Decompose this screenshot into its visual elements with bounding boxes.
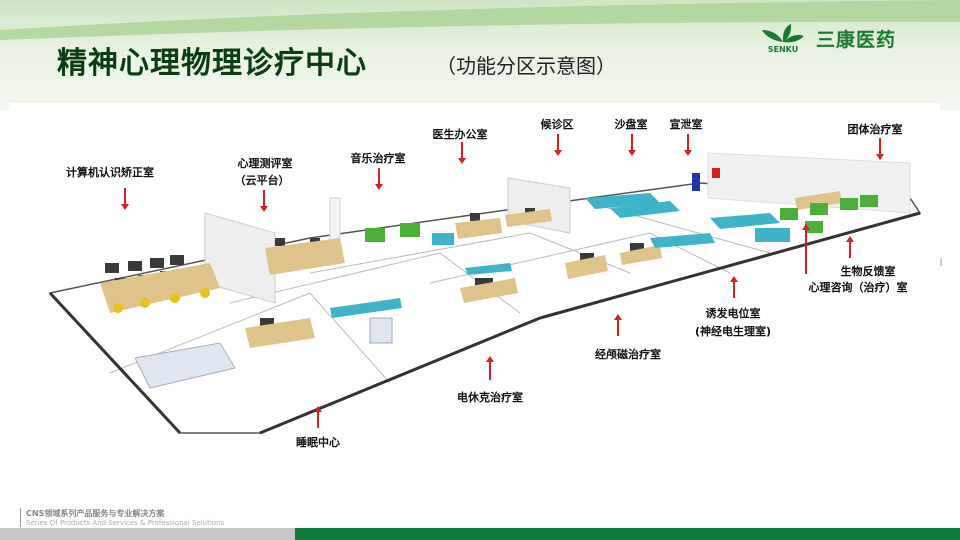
page-subtitle: （功能分区示意图） bbox=[436, 54, 616, 78]
arrow-down-icon bbox=[260, 190, 268, 212]
room-label-music-therapy: 音乐治疗室 bbox=[350, 152, 406, 165]
arrow-down-icon bbox=[458, 142, 466, 164]
room-label-catharsis: 宣泄室 bbox=[669, 118, 703, 131]
room-label-group-therapy: 团体治疗室 bbox=[847, 123, 903, 136]
room-label-computer-cognitive: 计算机认识矫正室 bbox=[66, 166, 154, 179]
room-label-tms: 经颅磁治疗室 bbox=[595, 348, 661, 361]
arrow-down-icon bbox=[628, 134, 636, 156]
brand-name: 三康医药 bbox=[816, 28, 897, 51]
floor-plan-drawing bbox=[48, 152, 922, 435]
room-label-doctor-office: 医生办公室 bbox=[432, 128, 488, 141]
arrow-down-icon bbox=[121, 188, 129, 210]
room-label-assessment-sub: （云平台） bbox=[234, 174, 290, 187]
footer-bar-green bbox=[295, 528, 960, 540]
arrow-down-icon bbox=[876, 138, 884, 160]
room-label-ect: 电休克治疗室 bbox=[457, 391, 523, 404]
svg-text:SENKU: SENKU bbox=[768, 45, 798, 54]
room-label-counseling: 心理咨询（治疗）室 bbox=[808, 281, 908, 294]
arrow-up-icon bbox=[314, 406, 322, 428]
room-label-assessment: 心理测评室 bbox=[237, 157, 293, 170]
arrow-down-icon bbox=[375, 168, 383, 190]
arrow-down-icon bbox=[684, 134, 692, 156]
arrow-up-icon bbox=[486, 356, 494, 380]
floor-plan-image bbox=[10, 103, 940, 473]
footer-line-cn: CNS领域系列产品服务与专业解决方案 bbox=[26, 509, 165, 518]
room-label-evoked-potential-sub: (神经电生理室) bbox=[694, 325, 772, 338]
page-title: 精神心理物理诊疗中心 bbox=[57, 46, 367, 81]
room-label-sleep-center: 睡眠中心 bbox=[296, 436, 340, 449]
arrow-down-icon bbox=[554, 134, 562, 156]
wall-panel bbox=[204, 212, 276, 304]
senku-logo: SENKU 三康医药 bbox=[758, 22, 896, 54]
room-label-evoked-potential: 诱发电位室 bbox=[705, 307, 761, 320]
room-label-biofeedback: 生物反馈室 bbox=[840, 265, 896, 278]
leaf-logo-icon: SENKU bbox=[762, 24, 804, 54]
edge-mark bbox=[940, 258, 942, 266]
header-wave bbox=[0, 0, 960, 40]
arrow-up-icon bbox=[802, 224, 810, 274]
room-label-sandplay: 沙盘室 bbox=[614, 118, 648, 131]
arrow-up-icon bbox=[846, 236, 854, 258]
footer-line-en: Series Of Products And Services & Profes… bbox=[26, 519, 225, 527]
arrow-up-icon bbox=[614, 314, 622, 336]
arrow-up-icon bbox=[730, 276, 738, 298]
footer-bar-gray bbox=[0, 528, 295, 540]
footer-tagline: CNS领域系列产品服务与专业解决方案 Series Of Products An… bbox=[20, 508, 224, 527]
room-label-waiting-area: 候诊区 bbox=[540, 118, 574, 131]
